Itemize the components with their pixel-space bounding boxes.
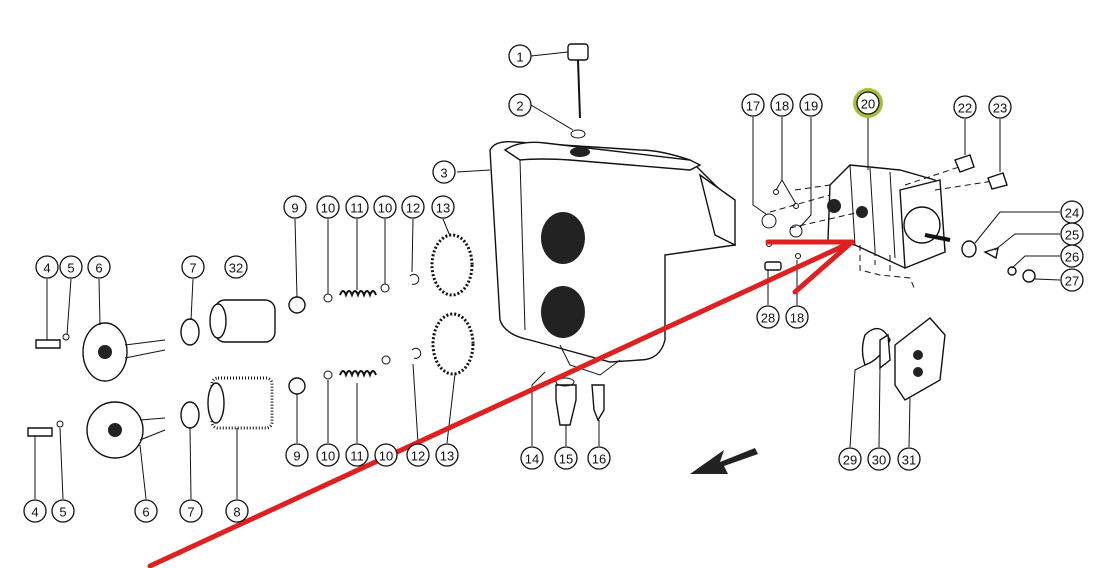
callout-3: 3 bbox=[432, 160, 456, 184]
callout-18: 18 bbox=[785, 305, 809, 329]
callout-10: 10 bbox=[373, 195, 397, 219]
callout-4: 4 bbox=[35, 255, 59, 279]
callout-number: 7 bbox=[189, 261, 196, 276]
callout-12: 12 bbox=[406, 443, 430, 467]
callout-number: 22 bbox=[958, 101, 972, 116]
callout-9: 9 bbox=[285, 443, 309, 467]
callout-number: 12 bbox=[406, 201, 420, 216]
callout-number: 23 bbox=[993, 101, 1007, 116]
callout-11: 11 bbox=[345, 195, 369, 219]
callout-number: 11 bbox=[350, 201, 364, 216]
callout-number: 16 bbox=[592, 452, 606, 467]
callout-8: 8 bbox=[225, 499, 249, 523]
callout-9: 9 bbox=[283, 195, 307, 219]
callout-number: 15 bbox=[559, 452, 573, 467]
callout-number: 9 bbox=[293, 449, 300, 464]
callout-19: 19 bbox=[799, 93, 823, 117]
callout-number: 30 bbox=[872, 453, 886, 468]
callout-22: 22 bbox=[953, 95, 977, 119]
gasket-13-upper bbox=[430, 233, 474, 297]
callout-number: 10 bbox=[379, 449, 393, 464]
callout-number: 32 bbox=[229, 261, 243, 276]
callout-number: 14 bbox=[525, 452, 539, 467]
callout-number: 19 bbox=[804, 99, 818, 114]
callout-number: 31 bbox=[902, 453, 916, 468]
callout-10: 10 bbox=[374, 443, 398, 467]
callout-24: 24 bbox=[1060, 200, 1084, 224]
callout-18: 18 bbox=[770, 93, 794, 117]
callout-number: 18 bbox=[790, 311, 804, 326]
callout-16: 16 bbox=[587, 446, 611, 470]
callout-20: 20 bbox=[853, 88, 883, 118]
callout-11: 11 bbox=[345, 443, 369, 467]
callout-7: 7 bbox=[179, 499, 203, 523]
callout-number: 27 bbox=[1065, 274, 1079, 289]
callout-15: 15 bbox=[554, 446, 578, 470]
callout-10: 10 bbox=[316, 195, 340, 219]
red-annotation-arrow bbox=[147, 239, 855, 568]
callout-26: 26 bbox=[1060, 244, 1084, 268]
callout-1: 1 bbox=[508, 44, 532, 68]
callout-25: 25 bbox=[1060, 222, 1084, 246]
callout-number: 6 bbox=[142, 505, 149, 520]
callout-29: 29 bbox=[838, 447, 862, 471]
callout-17: 17 bbox=[741, 93, 765, 117]
callout-5: 5 bbox=[51, 499, 75, 523]
callout-32: 32 bbox=[224, 255, 248, 279]
callout-number: 10 bbox=[321, 201, 335, 216]
callout-number: 29 bbox=[843, 453, 857, 468]
callout-13: 13 bbox=[431, 195, 455, 219]
callout-number: 25 bbox=[1065, 228, 1079, 243]
callout-number: 8 bbox=[233, 505, 240, 520]
direction-arrow bbox=[690, 448, 758, 474]
callout-number: 2 bbox=[516, 99, 523, 114]
callout-28: 28 bbox=[756, 305, 780, 329]
gasket-13-lower bbox=[431, 312, 475, 376]
callout-number: 12 bbox=[411, 449, 425, 464]
callout-number: 11 bbox=[350, 449, 364, 464]
callout-number: 18 bbox=[775, 99, 789, 114]
callout-number: 6 bbox=[95, 261, 102, 276]
callout-2: 2 bbox=[508, 93, 532, 117]
callout-31: 31 bbox=[897, 447, 921, 471]
callout-7: 7 bbox=[181, 255, 205, 279]
hydraulic-tank bbox=[489, 140, 736, 376]
callout-23: 23 bbox=[988, 95, 1012, 119]
callout-30: 30 bbox=[867, 447, 891, 471]
callout-13: 13 bbox=[435, 443, 459, 467]
filter-covers bbox=[27, 273, 605, 459]
callout-number: 9 bbox=[291, 201, 298, 216]
callout-number: 10 bbox=[378, 201, 392, 216]
callout-4: 4 bbox=[23, 499, 47, 523]
callout-number: 20 bbox=[861, 97, 875, 112]
callout-27: 27 bbox=[1060, 268, 1084, 292]
callout-number: 26 bbox=[1065, 250, 1079, 265]
filler-cap-dipstick bbox=[567, 43, 589, 139]
callout-5: 5 bbox=[59, 255, 83, 279]
callout-number: 10 bbox=[321, 449, 335, 464]
callout-number: 1 bbox=[516, 50, 523, 65]
callout-number: 17 bbox=[746, 99, 760, 114]
callout-number: 13 bbox=[440, 449, 454, 464]
callout-14: 14 bbox=[520, 446, 544, 470]
callout-number: 4 bbox=[43, 261, 50, 276]
callout-10: 10 bbox=[316, 443, 340, 467]
gear-pump bbox=[761, 154, 1036, 401]
callout-number: 3 bbox=[440, 166, 447, 181]
callout-number: 24 bbox=[1065, 206, 1079, 221]
callout-6: 6 bbox=[87, 255, 111, 279]
leader-lines bbox=[34, 51, 1061, 500]
callout-number: 13 bbox=[436, 201, 450, 216]
callout-number: 7 bbox=[187, 505, 194, 520]
callout-number: 5 bbox=[59, 505, 66, 520]
callout-12: 12 bbox=[401, 195, 425, 219]
callout-number: 5 bbox=[67, 261, 74, 276]
callout-number: 28 bbox=[761, 311, 775, 326]
callout-number: 4 bbox=[31, 505, 38, 520]
callout-6: 6 bbox=[134, 499, 158, 523]
